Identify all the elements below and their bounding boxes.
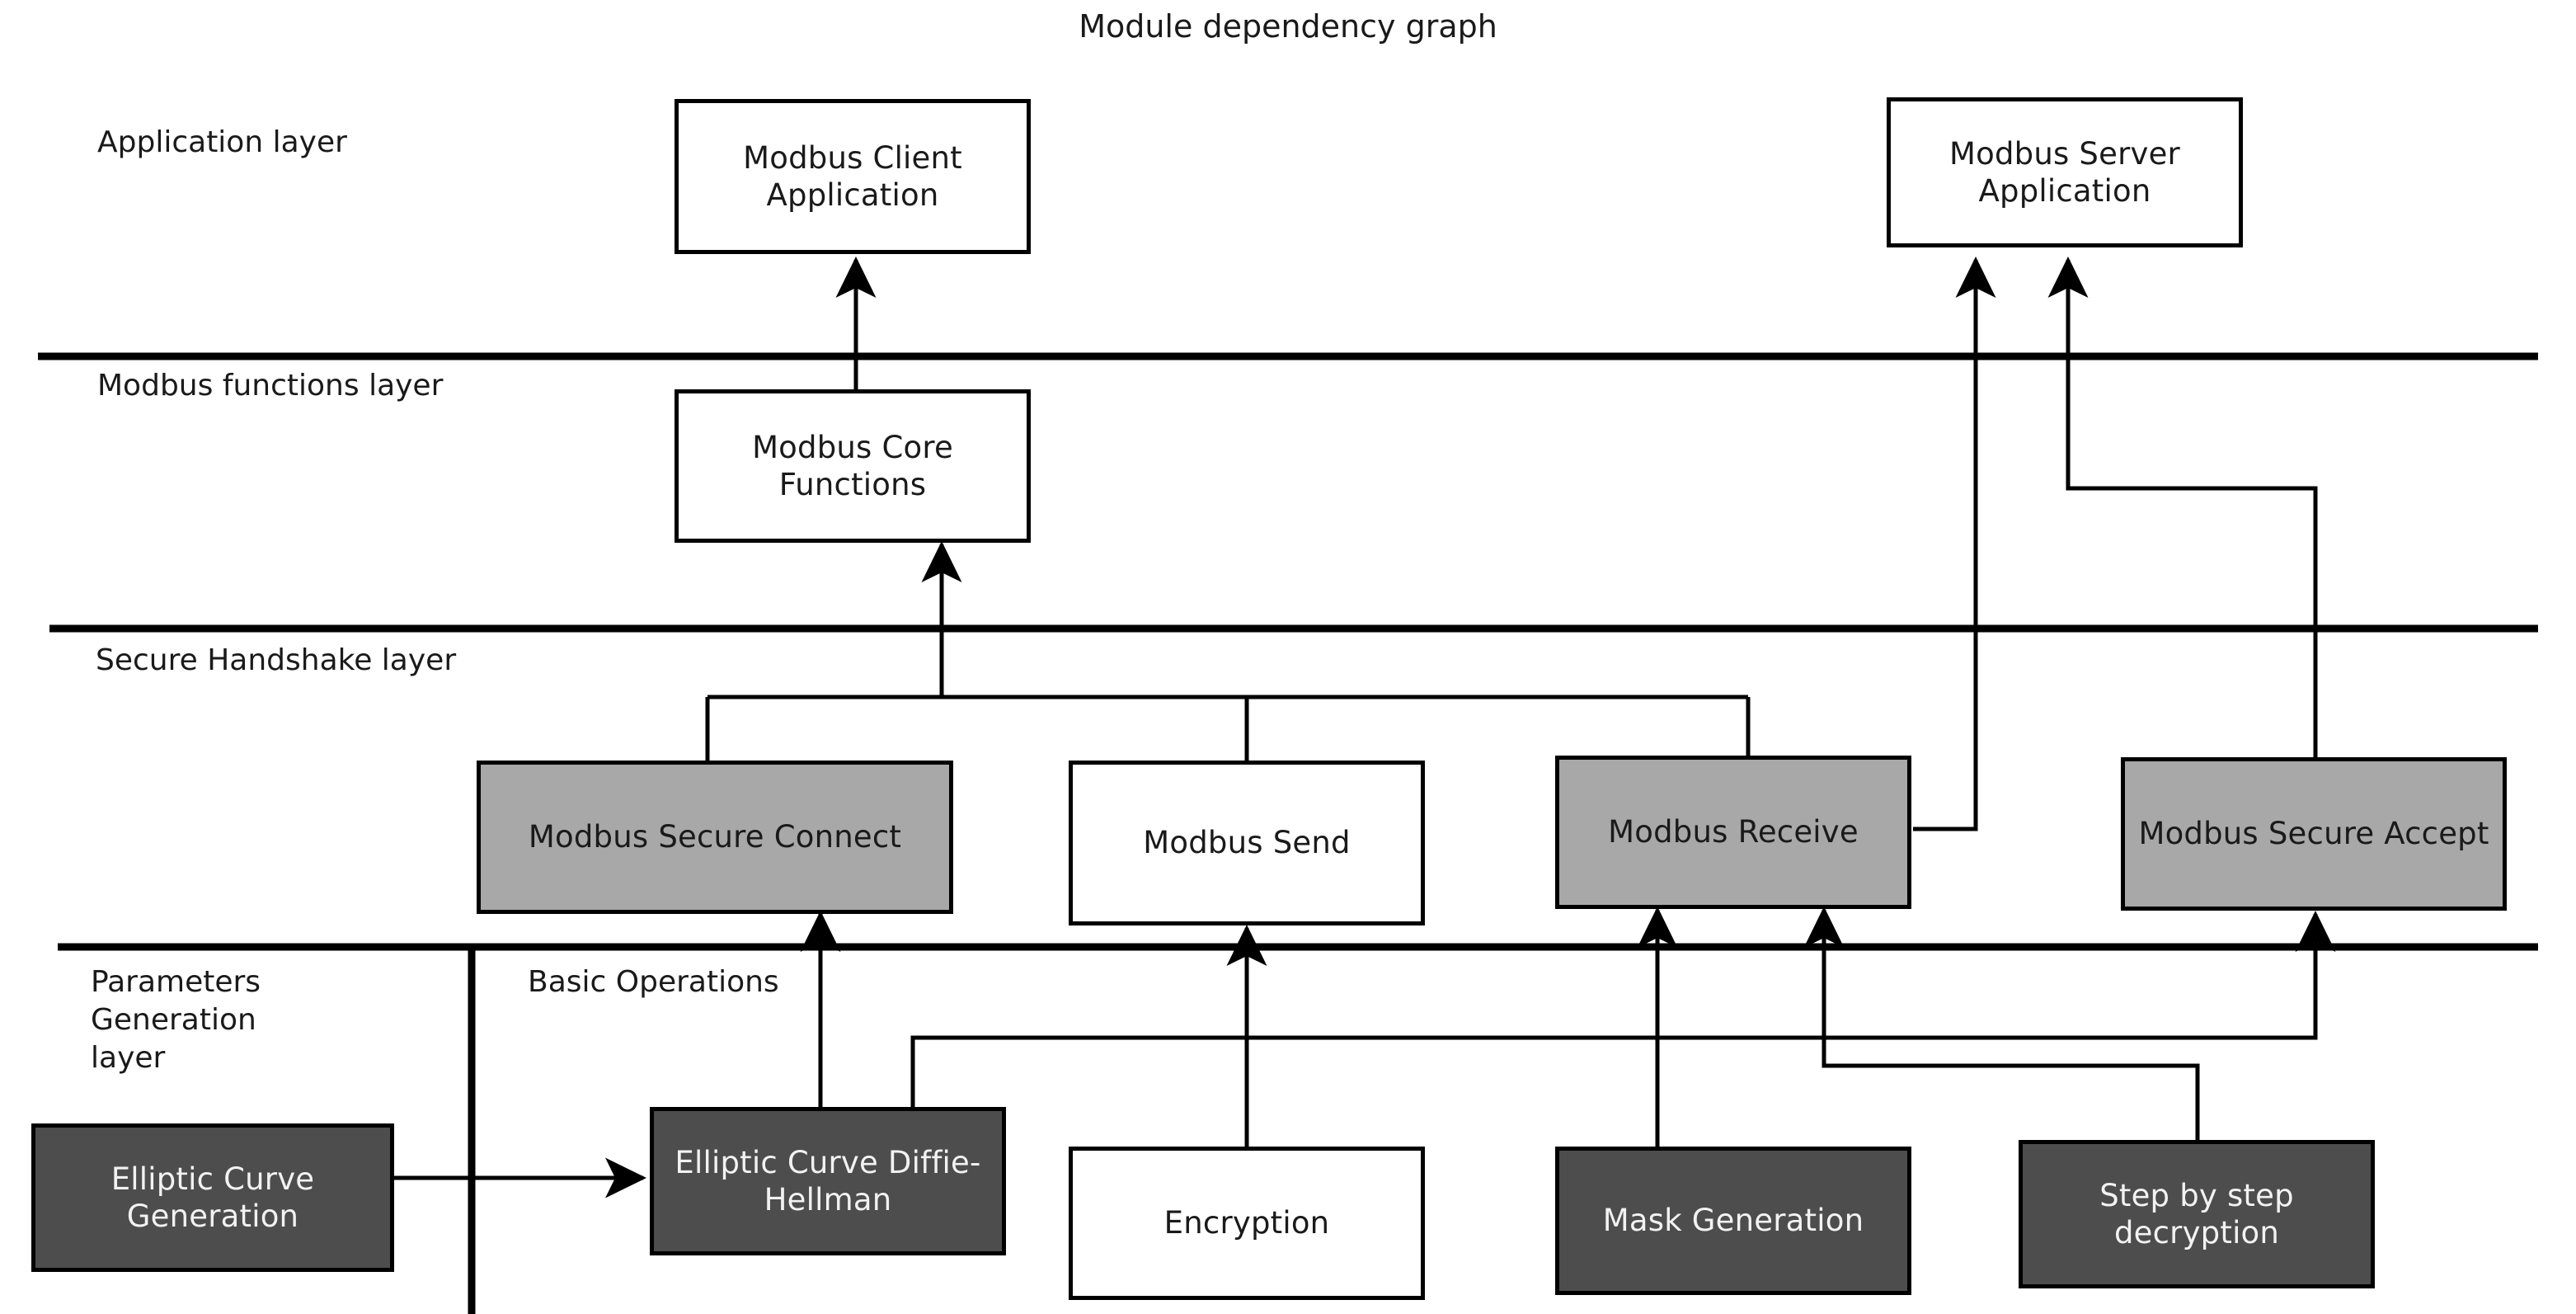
node-encryption[interactable]: Encryption [1069, 1147, 1425, 1300]
layer-label-basic-operations: Basic Operations [528, 965, 779, 999]
node-label: Elliptic Curve Generation [110, 1161, 315, 1234]
node-label: Step by step decryption [2099, 1177, 2294, 1250]
edge-receive-to-server [1913, 256, 1996, 831]
node-modbus-secure-connect[interactable]: Modbus Secure Connect [477, 761, 953, 914]
node-label: Modbus Core Functions [752, 429, 953, 502]
node-modbus-core-functions[interactable]: Modbus Core Functions [675, 389, 1031, 543]
layer-label-secure-handshake-layer: Secure Handshake layer [96, 643, 457, 677]
node-label: Modbus Secure Accept [2138, 816, 2489, 852]
node-label: Modbus Receive [1608, 814, 1859, 850]
node-modbus-secure-accept[interactable]: Modbus Secure Accept [2121, 757, 2507, 911]
node-modbus-server-application[interactable]: Modbus Server Application [1887, 97, 2243, 247]
edge-secure-accept-to-server [2047, 256, 2318, 757]
node-label: Encryption [1163, 1205, 1330, 1241]
page-title: Module dependency graph [1079, 8, 1497, 45]
node-step-by-step-decryption[interactable]: Step by step decryption [2019, 1140, 2375, 1288]
layer-label-parameters-generation-layer: Parameters Generation layer [91, 965, 261, 1076]
node-mask-generation[interactable]: Mask Generation [1555, 1147, 1911, 1295]
edge-decryption-to-receive [1803, 906, 2200, 1140]
edge-ecdh-to-secure-accept [910, 910, 2336, 1107]
layer-label-modbus-functions-layer: Modbus functions layer [97, 369, 444, 403]
layer-label-application-layer: Application layer [97, 125, 347, 159]
node-label: Modbus Client Application [743, 139, 962, 213]
node-modbus-receive[interactable]: Modbus Receive [1555, 756, 1911, 909]
node-modbus-send[interactable]: Modbus Send [1069, 761, 1425, 925]
node-label: Modbus Send [1143, 825, 1351, 861]
node-modbus-client-application[interactable]: Modbus Client Application [675, 99, 1031, 254]
node-label: Modbus Secure Connect [528, 819, 902, 855]
node-label: Mask Generation [1602, 1203, 1864, 1239]
node-label: Modbus Server Application [1949, 135, 2180, 209]
node-elliptic-curve-generation[interactable]: Elliptic Curve Generation [31, 1123, 394, 1272]
node-label: Elliptic Curve Diffie-Hellman [675, 1144, 981, 1217]
node-elliptic-curve-diffie-hellman[interactable]: Elliptic Curve Diffie-Hellman [650, 1107, 1006, 1255]
